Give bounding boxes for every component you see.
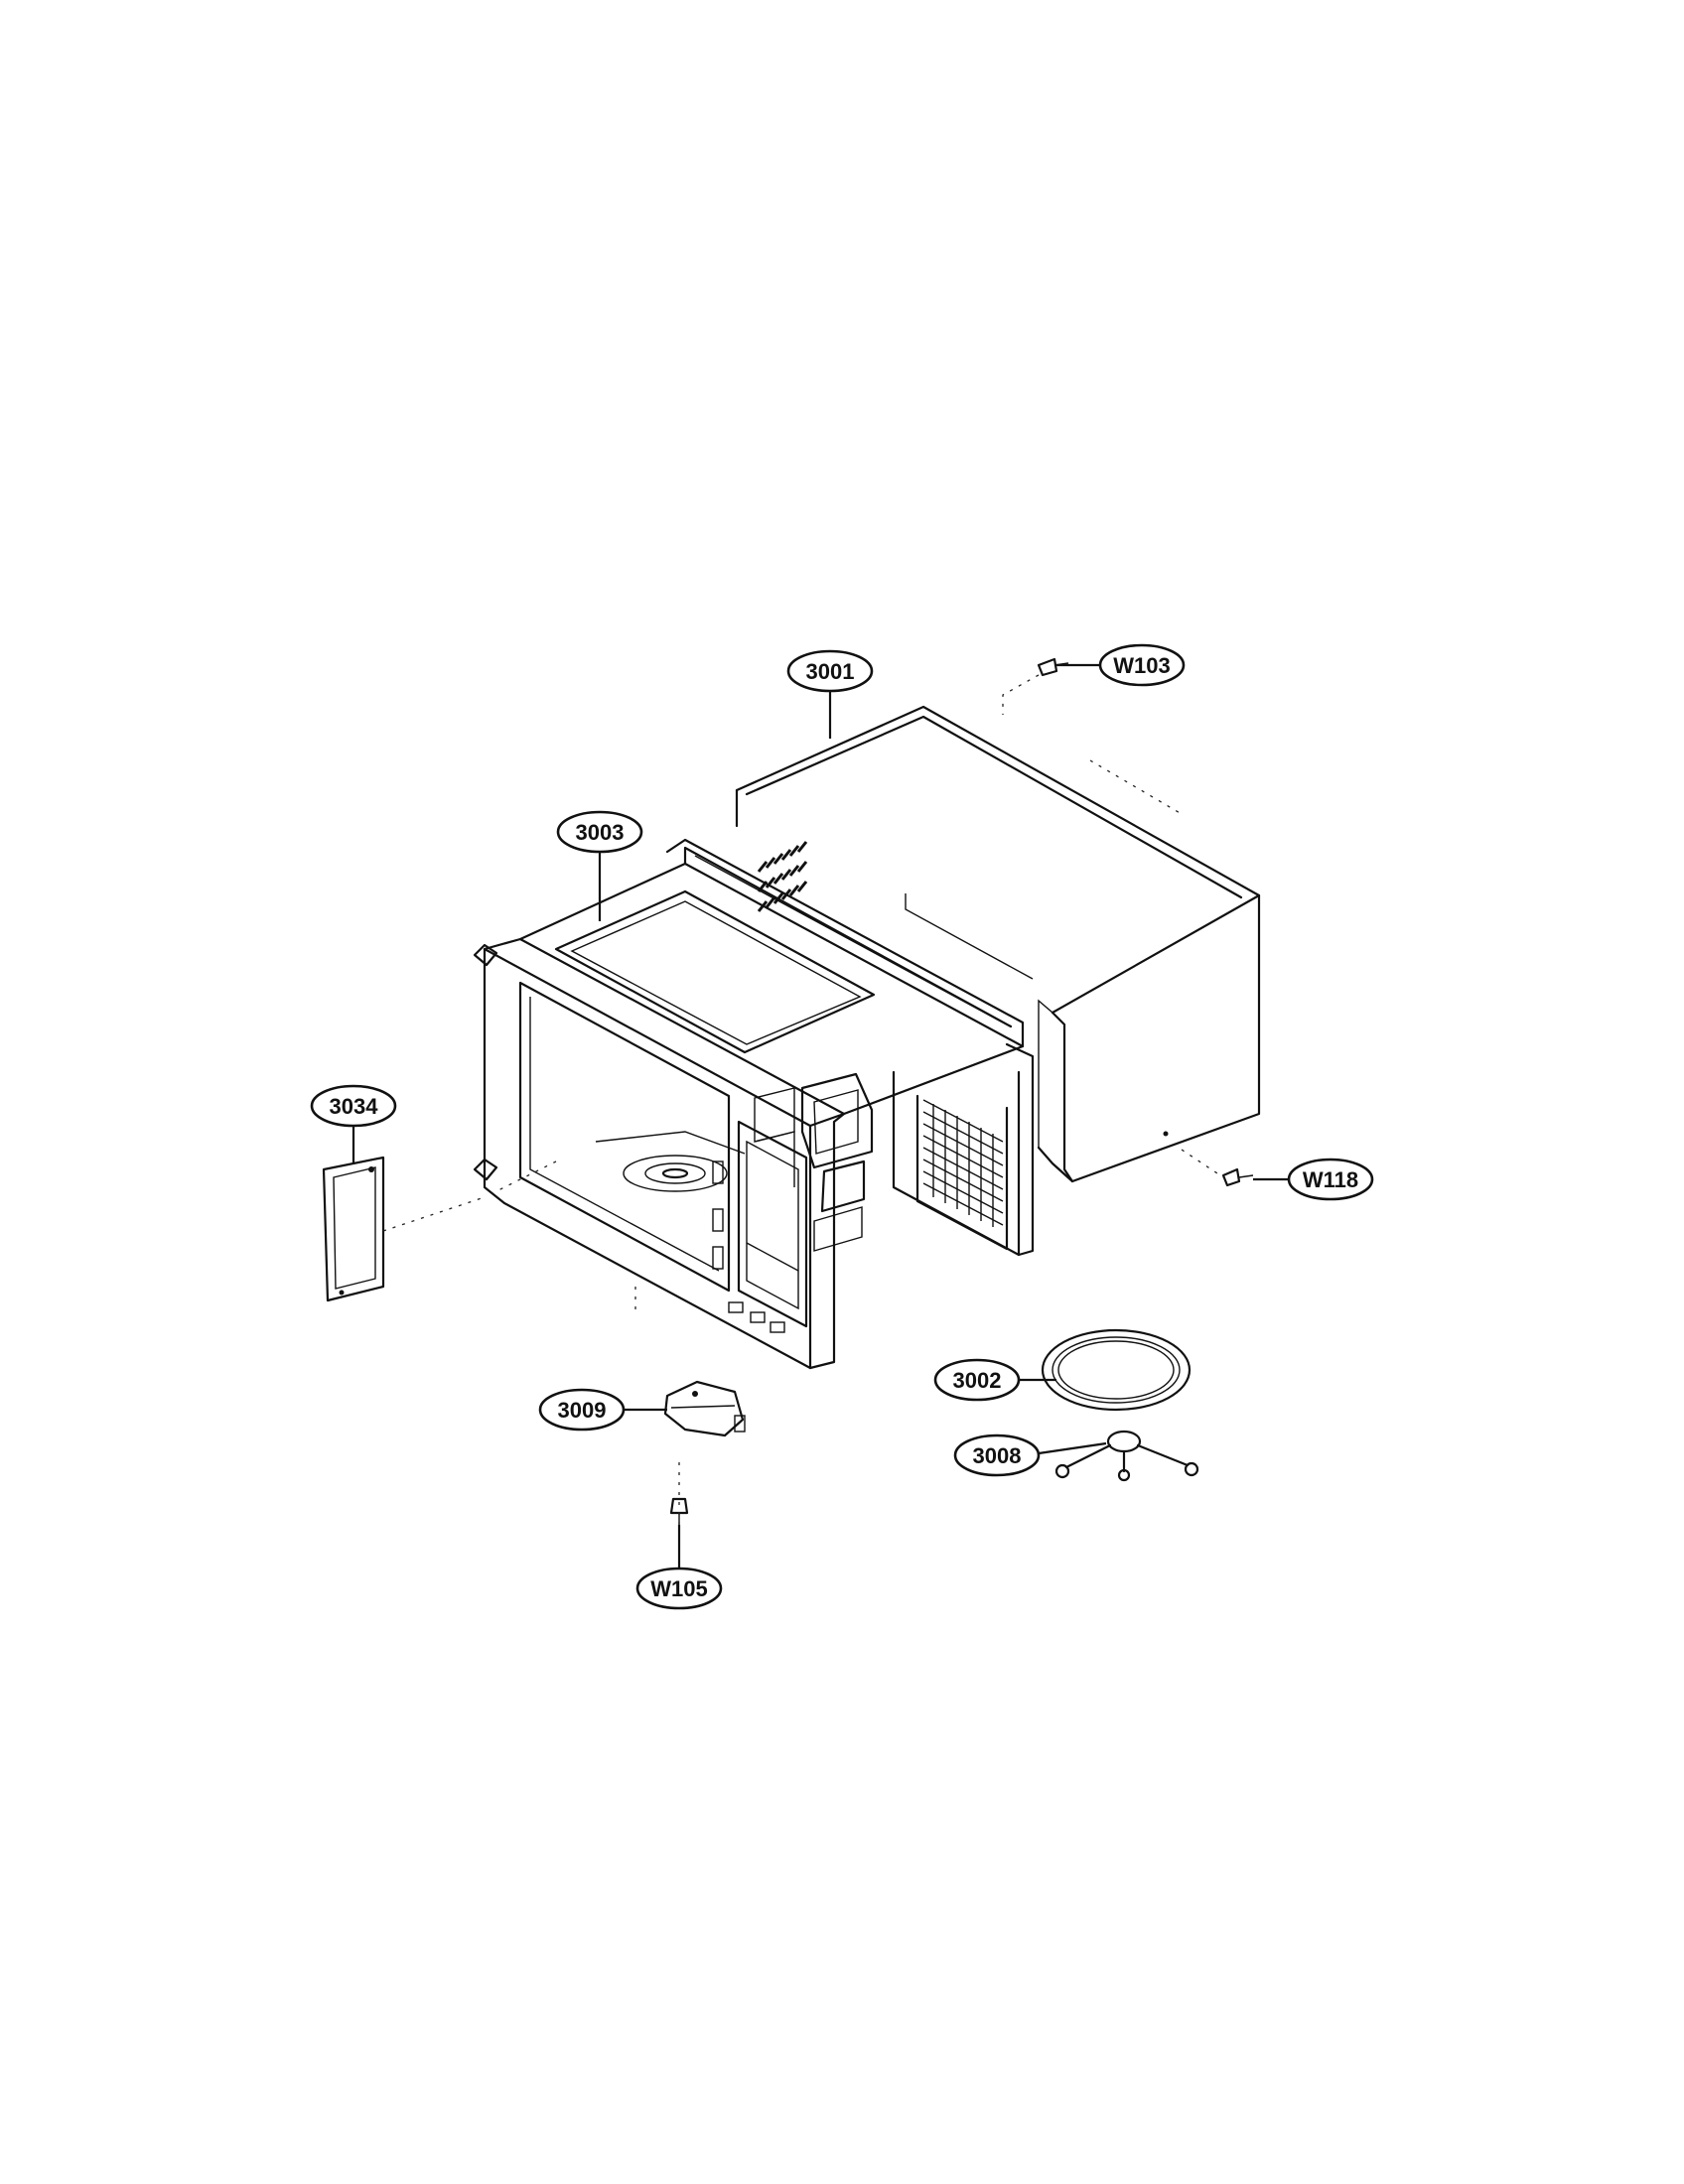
- roller-guide-part: [1054, 1430, 1199, 1482]
- callout-w105: W105: [635, 1567, 723, 1610]
- screw-w118: [1221, 1167, 1254, 1187]
- assembly-dashed-lines: [382, 674, 1224, 1525]
- turntable-motor-part: [663, 1380, 746, 1437]
- callout-3002-label: 3002: [953, 1368, 1002, 1393]
- callout-3009-label: 3009: [558, 1398, 607, 1423]
- callout-3003-label: 3003: [576, 820, 625, 845]
- callout-3034: 3034: [310, 1084, 397, 1128]
- oven-cavity-part: [473, 838, 1035, 1370]
- callout-3003: 3003: [556, 810, 643, 854]
- waveguide-cover-part: [322, 1156, 385, 1302]
- callout-3009: 3009: [538, 1388, 626, 1432]
- callout-w103-label: W103: [1113, 653, 1170, 678]
- callout-3008: 3008: [953, 1433, 1041, 1477]
- callout-3034-label: 3034: [330, 1094, 379, 1119]
- callout-3008-label: 3008: [973, 1443, 1022, 1468]
- callout-w118-label: W118: [1303, 1167, 1358, 1192]
- callout-w103: W103: [1098, 643, 1186, 687]
- callout-w105-label: W105: [650, 1576, 707, 1601]
- callout-leaders: [351, 663, 1289, 1569]
- callout-3001-label: 3001: [806, 659, 855, 684]
- callout-w118: W118: [1287, 1158, 1374, 1201]
- glass-tray-part: [1041, 1328, 1192, 1412]
- cavity-vent-mesh: [922, 1099, 1004, 1227]
- callout-3002: 3002: [933, 1358, 1021, 1402]
- callout-3001: 3001: [786, 649, 874, 693]
- screw-w103: [1037, 657, 1069, 677]
